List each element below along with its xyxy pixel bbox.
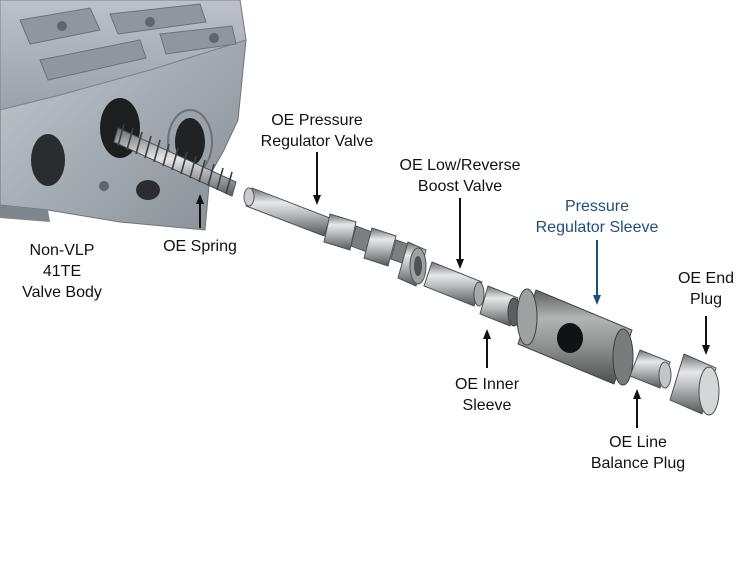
oe-inner-sleeve	[479, 285, 521, 327]
pointer-arrows	[196, 152, 710, 428]
oe-spring	[113, 123, 237, 197]
label-low-reverse-boost-valve: OE Low/Reverse Boost Valve	[399, 157, 521, 195]
oe-pressure-regulator-valve	[243, 187, 427, 287]
oe-end-plug	[669, 353, 720, 416]
label-spring: OE Spring	[163, 238, 237, 255]
valve-body	[0, 0, 247, 231]
label-line-balance-plug: OE Line Balance Plug	[590, 434, 686, 472]
label-end-plug: OE End Plug	[677, 270, 735, 308]
label-valve-body: Non-VLP 41TE Valve Body	[22, 242, 102, 301]
label-pressure-regulator-sleeve: Pressure Regulator Sleeve	[535, 198, 659, 236]
pressure-regulator-sleeve	[516, 288, 634, 386]
oe-line-balance-plug	[629, 349, 672, 389]
label-inner-sleeve: OE Inner Sleeve	[454, 376, 520, 414]
oe-low-reverse-boost-valve	[423, 261, 485, 307]
label-pressure-regulator-valve: OE Pressure Regulator Valve	[260, 112, 374, 150]
